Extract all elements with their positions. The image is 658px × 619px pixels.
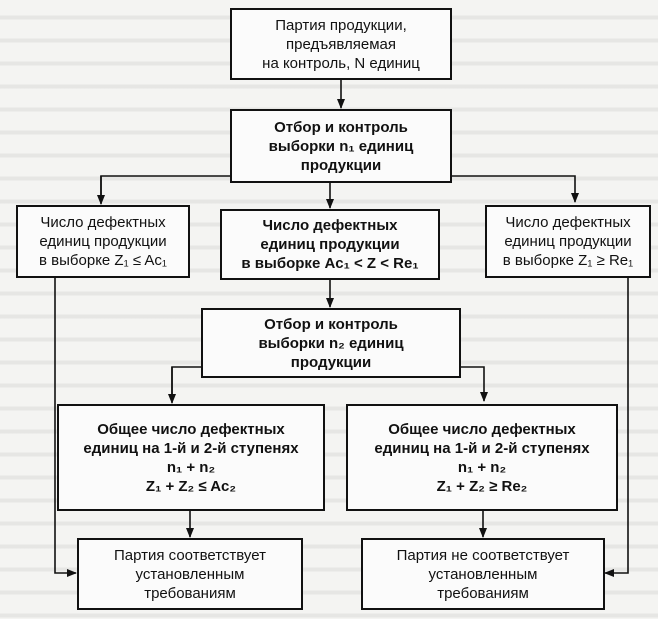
left-count-line-2: единиц продукции [39,233,167,250]
left-count-line-1: Число дефектных [40,214,166,231]
total-right-line-2: единиц на 1-й и 2-й ступенях [374,439,590,457]
reject-line-2: установленным [428,565,538,583]
accept-line-2: установленным [135,565,245,583]
total-left-line-2: единиц на 1-й и 2-й ступенях [83,439,299,457]
accept-box: Партия соответствует установленным требо… [77,538,303,610]
sample1-line-1: Отбор и контроль [274,118,408,136]
lot-line-3: на контроль, N единиц [262,54,420,72]
arrow-left-count-to-accept [54,278,77,577]
accept-line-1: Партия соответствует [114,546,266,564]
sample1-line-3: продукции [300,156,382,174]
accept-line-3: требованиям [144,584,236,602]
mid-count-line-2: единиц продукции [260,236,400,253]
reject-box: Партия не соответствует установленным тр… [361,538,605,610]
sample1-box: Отбор и контроль выборки n₁ единиц проду… [230,109,452,183]
reject-line-1: Партия не соответствует [396,546,570,564]
right-count-line-1: Число дефектных [505,214,631,231]
lot-box: Партия продукции, предъявляемая на контр… [230,8,452,80]
total-left-box: Общее число дефектных единиц на 1-й и 2-… [57,404,325,511]
sample1-line-2: выборки n₁ единиц [268,137,414,155]
right-count-box: Число дефектных единиц продукции в выбор… [485,205,651,278]
lot-line-2: предъявляемая [285,35,397,53]
mid-count-box: Число дефектных единиц продукции в выбор… [220,209,440,280]
sample2-box: Отбор и контроль выборки n₂ единиц проду… [201,308,461,378]
sample2-line-3: продукции [290,353,372,371]
total-right-line-1: Общее число дефектных [388,420,576,438]
arrow-right-count-to-reject [604,278,629,577]
total-left-line-1: Общее число дефектных [97,420,285,438]
left-count-box: Число дефектных единиц продукции в выбор… [16,205,190,278]
sample2-line-1: Отбор и контроль [264,315,398,333]
lot-line-1: Партия продукции, [275,16,407,34]
sample2-line-2: выборки n₂ единиц [258,334,404,352]
total-left-line-4: Z₁ + Z₂ ≤ Aс₂ [145,477,237,495]
total-right-line-4: Z₁ + Z₂ ≥ Rе₂ [436,477,528,495]
right-count-line-2: единиц продукции [504,233,632,250]
total-right-box: Общее число дефектных единиц на 1-й и 2-… [346,404,618,511]
left-count-line-3: в выборке Z₁ ≤ Aс₁ [39,252,167,269]
reject-line-3: требованиям [437,584,529,602]
mid-count-line-1: Число дефектных [262,217,398,234]
right-count-line-3: в выборке Z₁ ≥ Rе₁ [502,252,634,269]
total-right-line-3: n₁ + n₂ [457,458,507,476]
total-left-line-3: n₁ + n₂ [166,458,216,476]
mid-count-line-3: в выборке Aс₁ < Z < Rе₁ [241,255,419,272]
